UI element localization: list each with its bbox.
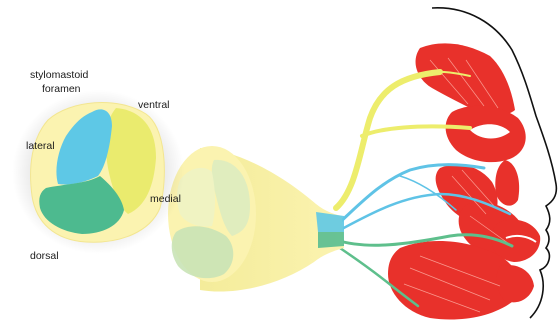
left-cross-section: [12, 90, 184, 254]
zygomatic-branch: [360, 124, 472, 138]
orbicularis-oris-muscle: [491, 219, 541, 262]
muscle-fibers: [403, 57, 513, 313]
label-ventral: ventral: [138, 99, 170, 111]
nasalis-muscle: [495, 160, 520, 206]
middle-section-ventral-fascicle: [211, 159, 250, 236]
buccal-twig: [399, 175, 457, 211]
face-profile-line: [431, 7, 558, 319]
trunk-lateral-band: [316, 212, 344, 232]
frontalis-muscle: [415, 43, 515, 116]
temporal-branch: [333, 69, 443, 211]
lateral-fascicle: [56, 109, 112, 185]
mandibular-branch: [334, 233, 514, 248]
label-stylomastoid: stylomastoid: [30, 69, 89, 81]
buccal-branch-lower: [338, 192, 512, 232]
diagram-labels: stylomastoid foramen ventral lateral med…: [26, 69, 181, 262]
platysma-depressor-muscle: [388, 241, 519, 320]
nerve-branches: [332, 69, 514, 308]
ventral-fascicle: [105, 108, 156, 214]
mouth-line: [505, 234, 537, 243]
middle-section-lateral-fascicle: [177, 167, 215, 227]
eye-opening: [470, 124, 510, 139]
label-lateral: lateral: [26, 140, 55, 152]
temporal-branch-twig: [419, 70, 471, 77]
trunk-dorsal-band: [318, 232, 344, 248]
dorsal-fascicle: [39, 176, 124, 234]
buccal-branch-upper: [336, 163, 486, 226]
cervical-branch: [332, 242, 420, 308]
middle-section-dorsal-fascicle: [171, 226, 234, 279]
mentalis-muscle: [496, 264, 534, 303]
facial-muscles: [388, 43, 541, 320]
label-foramen: foramen: [42, 83, 81, 95]
middle-cross-section: [168, 146, 256, 282]
label-dorsal: dorsal: [30, 250, 59, 262]
label-medial: medial: [150, 193, 181, 205]
